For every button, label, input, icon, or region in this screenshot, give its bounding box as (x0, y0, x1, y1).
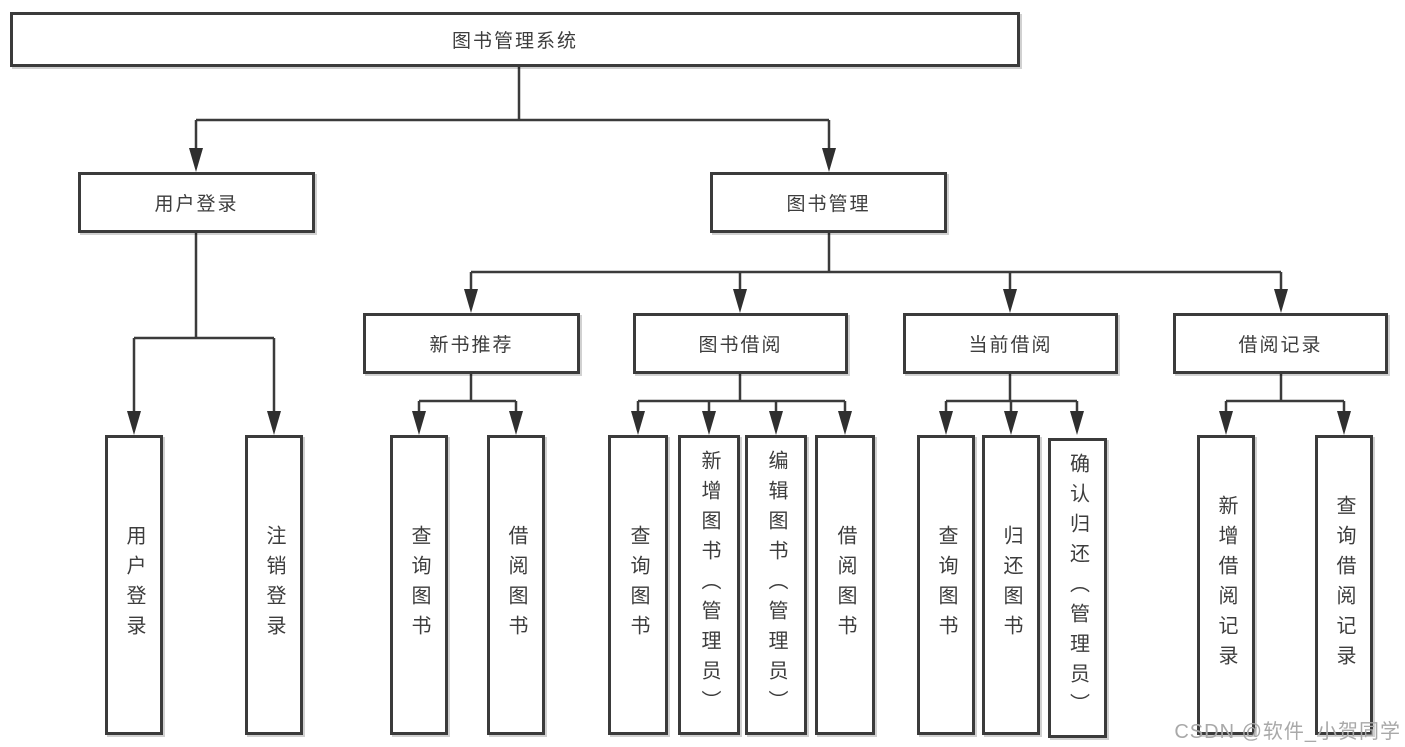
leaf-add-book-admin: 新增图书（管理员） (678, 435, 740, 735)
leaf-return-book: 归还图书 (982, 435, 1040, 735)
leaf-confirm-return-admin: 确认归还（管理员） (1048, 438, 1107, 738)
node-book-borrow: 图书借阅 (633, 313, 848, 374)
leaf-borrow-book-2: 借阅图书 (815, 435, 875, 735)
leaf-query-book-2: 查询图书 (608, 435, 668, 735)
csdn-watermark: CSDN @软件_小贺同学 (1174, 721, 1401, 743)
node-new-book-recommend: 新书推荐 (363, 313, 580, 374)
leaf-query-book-3: 查询图书 (917, 435, 975, 735)
node-borrow-records: 借阅记录 (1173, 313, 1388, 374)
leaf-add-borrow-record: 新增借阅记录 (1197, 435, 1255, 735)
leaf-user-login: 用户登录 (105, 435, 163, 735)
leaf-query-book-1: 查询图书 (390, 435, 448, 735)
leaf-borrow-book-1: 借阅图书 (487, 435, 545, 735)
node-library-system: 图书管理系统 (10, 12, 1020, 67)
leaf-logout: 注销登录 (245, 435, 303, 735)
node-book-management: 图书管理 (710, 172, 947, 233)
node-current-borrow: 当前借阅 (903, 313, 1118, 374)
leaf-edit-book-admin: 编辑图书（管理员） (745, 435, 807, 735)
leaf-query-borrow-record: 查询借阅记录 (1315, 435, 1373, 735)
node-user-login: 用户登录 (78, 172, 315, 233)
